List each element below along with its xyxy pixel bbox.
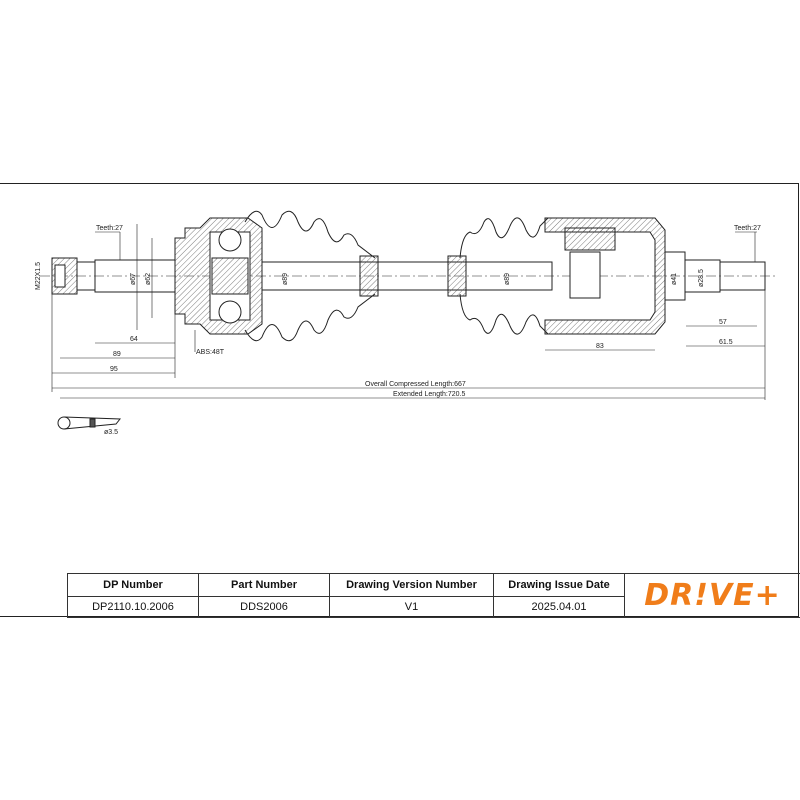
overall-length-label: Overall Compressed Length:667 xyxy=(365,381,466,388)
left-teeth-label: Teeth:27 xyxy=(96,225,123,232)
dia-67-label: ø67 xyxy=(130,273,137,285)
pin-dia-label: ø3.5 xyxy=(104,429,118,436)
right-teeth-label: Teeth:27 xyxy=(734,225,761,232)
dimension-lines xyxy=(51,224,766,400)
dim-57: 57 xyxy=(719,319,727,326)
dia-41-label: ø41 xyxy=(671,273,678,285)
cotter-pin xyxy=(57,416,122,430)
title-block: DP Number Part Number Drawing Version Nu… xyxy=(67,573,800,618)
header-issue-date: Drawing Issue Date xyxy=(493,573,625,597)
abs-label: ABS:48T xyxy=(196,349,225,356)
outer-cv-joint xyxy=(174,217,263,335)
drawing-version-value: V1 xyxy=(329,596,494,618)
dim-64: 64 xyxy=(130,336,138,343)
left-boot-dia-label: ø89 xyxy=(282,273,289,285)
left-nut xyxy=(51,257,96,295)
right-boot-dia-label: ø89 xyxy=(504,273,511,285)
part-number-value: DDS2006 xyxy=(198,596,330,618)
header-dp-number: DP Number xyxy=(67,573,199,597)
dia-62-label: ø62 xyxy=(145,273,152,285)
extended-length-label: Extended Length:720.5 xyxy=(393,391,466,398)
brand-logo: DR!VE+ xyxy=(624,573,800,618)
header-drawing-version: Drawing Version Number xyxy=(329,573,494,597)
dia-28-5-label: ø28.5 xyxy=(698,269,705,287)
dp-number-value: DP2110.10.2006 xyxy=(67,596,199,618)
dim-89: 89 xyxy=(113,351,121,358)
right-spline xyxy=(719,261,766,291)
header-part-number: Part Number xyxy=(198,573,330,597)
dim-83: 83 xyxy=(596,343,604,350)
center-shaft xyxy=(261,261,553,291)
logo-text: DR!VE+ xyxy=(644,578,781,613)
left-boot xyxy=(244,210,376,342)
issue-date-value: 2025.04.01 xyxy=(493,596,625,618)
inner-tripod-housing xyxy=(544,217,666,335)
thread-label: M22X1.5 xyxy=(35,262,42,290)
right-boot xyxy=(459,217,549,335)
dim-61-5: 61.5 xyxy=(719,339,733,346)
dim-95: 95 xyxy=(110,366,118,373)
